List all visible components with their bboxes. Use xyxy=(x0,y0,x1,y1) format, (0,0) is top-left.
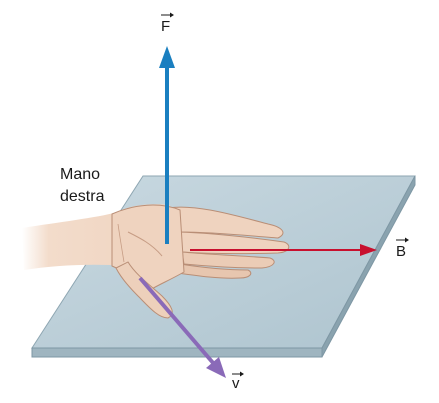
field-vector xyxy=(190,244,377,256)
force-label-text: F xyxy=(161,18,170,35)
vector-arrow-tip-icon xyxy=(240,371,244,377)
plane-right-edge xyxy=(321,175,416,358)
palm-crease xyxy=(127,231,163,257)
velocity-vector xyxy=(138,276,226,378)
little-finger xyxy=(177,263,252,279)
velocity-label: v xyxy=(232,371,244,392)
field-label: B xyxy=(396,237,409,260)
middle-finger xyxy=(177,231,290,255)
right-hand xyxy=(22,204,290,319)
force-label: F xyxy=(161,12,174,35)
ring-finger xyxy=(181,251,275,269)
thumb xyxy=(115,261,173,319)
field-label-text: B xyxy=(396,243,406,260)
hand-label-line2: destra xyxy=(60,188,105,205)
plane-front-edge xyxy=(31,347,323,358)
velocity-label-text: v xyxy=(232,375,240,392)
index-finger xyxy=(167,206,284,239)
field-arrowhead xyxy=(360,244,377,256)
force-vector xyxy=(159,46,175,244)
force-arrowhead xyxy=(159,46,175,68)
wrist-crease xyxy=(117,223,125,263)
hand-label-line1: Mano xyxy=(60,166,100,183)
vector-arrow-tip-icon xyxy=(170,12,174,18)
velocity-arrowhead xyxy=(206,357,226,378)
vector-arrow-tip-icon xyxy=(405,237,409,243)
